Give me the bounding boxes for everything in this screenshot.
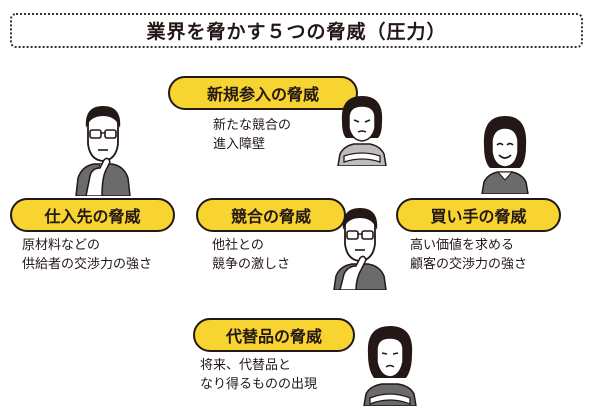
rivalry-pill: 競合の脅威 [196, 198, 346, 232]
suppliers-pill: 仕入先の脅威 [10, 198, 175, 232]
buyers-description: 高い価値を求める 顧客の交渉力の強さ [410, 238, 528, 272]
buyers-label: 買い手の脅威 [430, 207, 527, 226]
new-entrants-label: 新規参入の脅威 [206, 85, 319, 104]
substitutes-label: 代替品の脅威 [225, 327, 322, 346]
new-entrants-pill: 新規参入の脅威 [168, 76, 358, 110]
suppliers-description: 原材料などの 供給者の交渉力の強さ [22, 238, 153, 272]
woman-smiling-icon [481, 116, 529, 194]
suppliers-label: 仕入先の脅威 [44, 207, 141, 226]
rivalry-label: 競合の脅威 [230, 207, 311, 226]
substitutes-pill: 代替品の脅威 [193, 318, 355, 352]
diagram-title: 業界を脅かす５つの脅威（圧力） [146, 21, 447, 43]
man-with-glasses-thinking-icon [75, 106, 131, 196]
rivalry-description: 他社との 競争の激しさ [212, 238, 291, 272]
substitutes-description: 将来、代替品と なり得るものの出現 [200, 358, 318, 392]
woman-arms-crossed-icon [337, 96, 387, 166]
title-box: 業界を脅かす５つの脅威（圧力） [10, 13, 583, 48]
man-hand-on-chin-icon [333, 208, 387, 290]
buyers-pill: 買い手の脅威 [396, 198, 561, 232]
woman-worried-icon [363, 326, 417, 406]
new-entrants-description: 新たな競合の 進入障壁 [213, 118, 292, 152]
